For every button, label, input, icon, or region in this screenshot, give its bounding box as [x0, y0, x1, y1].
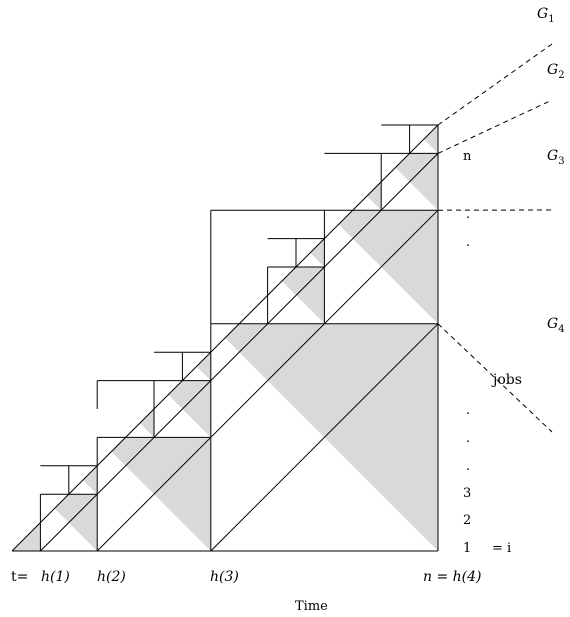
white-region-3 [97, 380, 154, 438]
job-label-3: 3 [463, 486, 471, 501]
time-label-t: t= [11, 569, 28, 585]
diagonal-line-1 [40, 153, 439, 552]
job-label-n: n [463, 149, 472, 164]
dashed-line-3 [437, 323, 553, 433]
time-label-h2: h(2) [97, 569, 126, 585]
time-label-h4: n = h(4) [423, 569, 482, 585]
group-label-g2: G2 [547, 62, 565, 81]
group-label-g1: G1 [537, 6, 555, 25]
job-dot-top-2: . [466, 235, 470, 250]
jobs-label: jobs [491, 372, 522, 388]
axis-label-time: Time [295, 599, 328, 614]
job-label-1: 1 [463, 541, 471, 556]
job-dot-mid-2: . [466, 431, 470, 446]
time-label-h1: h(1) [41, 569, 70, 585]
white-region-14 [267, 238, 296, 267]
diagonal-line-0 [11, 124, 439, 552]
white-region-7 [40, 465, 69, 495]
job-label-2: 2 [463, 513, 471, 528]
diagonal-line-3 [210, 323, 439, 552]
dashed-line-0 [437, 43, 553, 126]
job-label-eq-i: = i [492, 541, 511, 556]
white-region-9 [154, 352, 183, 381]
diagram-lines [11, 124, 439, 552]
group-label-g4: G4 [547, 316, 565, 335]
time-label-h3: h(3) [210, 569, 239, 585]
diagonal-line-2 [96, 209, 439, 552]
white-region-16 [381, 125, 410, 154]
group-label-g3: G3 [547, 148, 565, 167]
job-dot-top-1: . [466, 207, 470, 222]
job-dot-mid-3: . [466, 459, 470, 474]
job-dot-mid-1: . [466, 403, 470, 418]
dashed-line-1 [437, 99, 553, 154]
group-dashed-lines [437, 43, 553, 433]
